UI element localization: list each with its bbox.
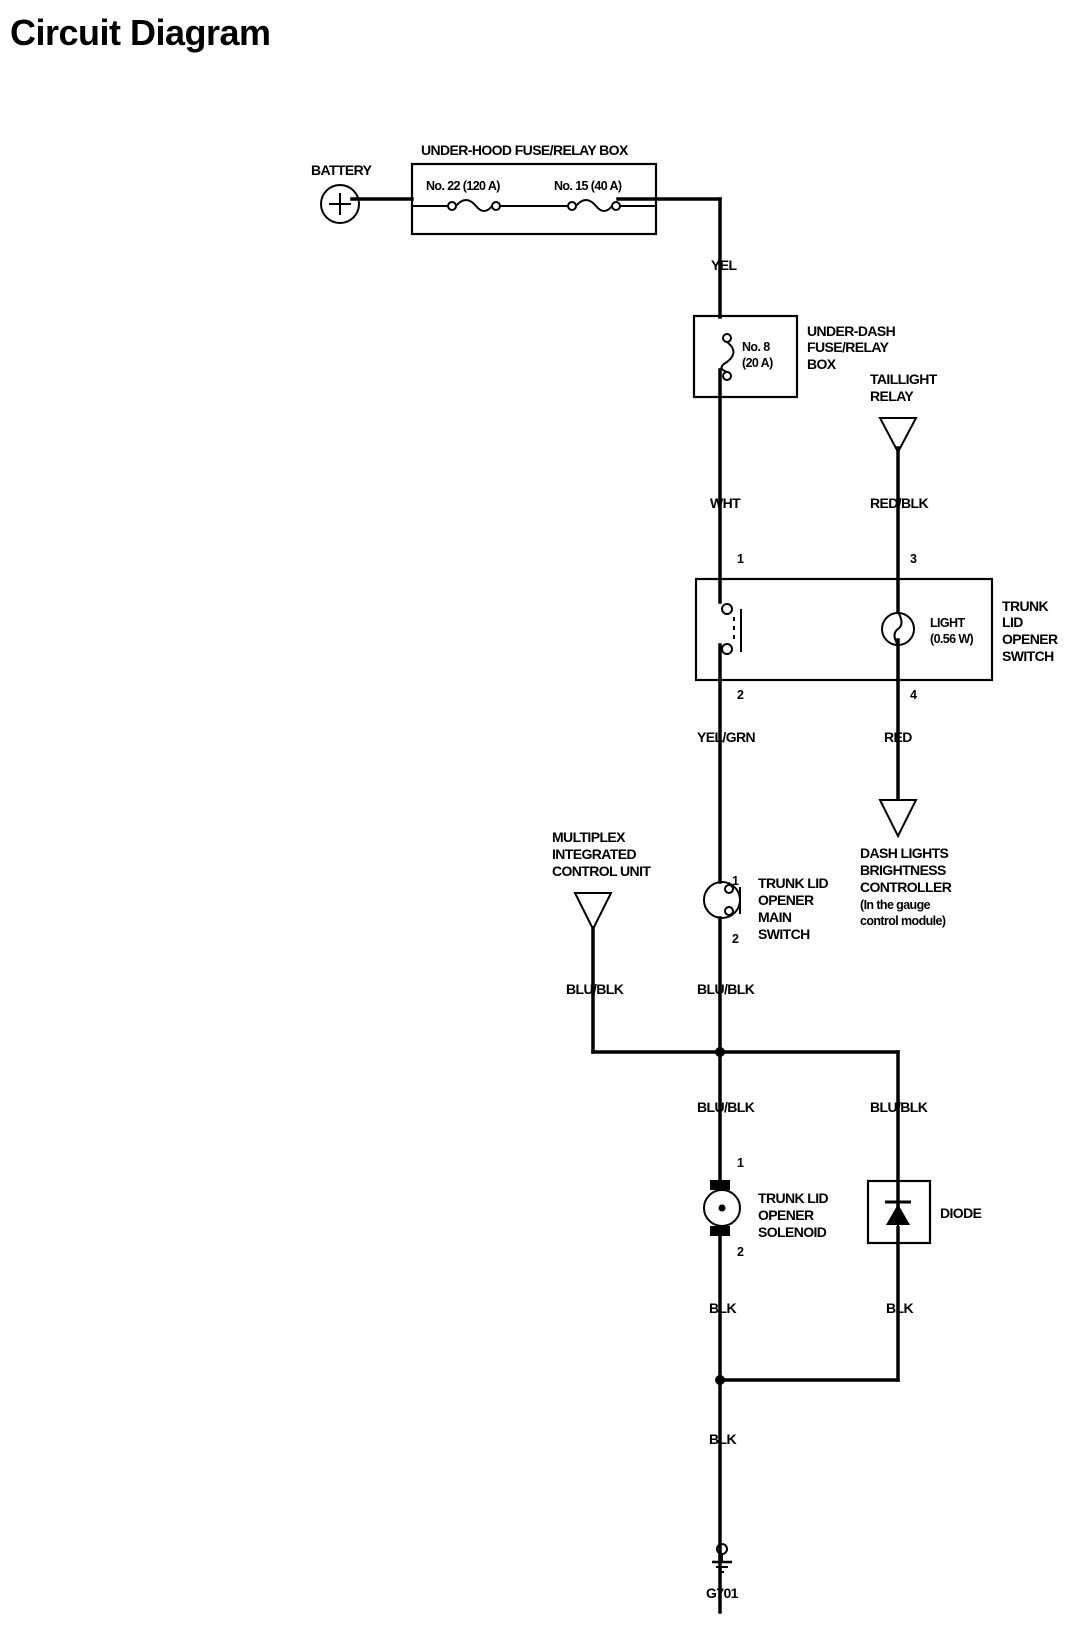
under-dash-fuse-box — [692, 314, 799, 399]
wire-label-blu-blk-main: BLU/BLK — [697, 981, 755, 997]
taillight-relay-connector-triangle — [878, 417, 918, 455]
trunk-switch-label-3: OPENER — [1002, 631, 1058, 647]
multiplex-label-2: INTEGRATED — [552, 846, 636, 862]
wire-label-yel-grn: YEL/GRN — [697, 729, 756, 745]
solenoid-label-2: OPENER — [758, 1207, 814, 1223]
dash-controller-label-3: CONTROLLER — [860, 879, 952, 895]
multiplex-label-1: MULTIPLEX — [552, 829, 626, 845]
trunk-switch-label-2: LID — [1002, 614, 1023, 630]
main-switch-label-4: SWITCH — [758, 926, 810, 942]
dash-controller-label-2: BRIGHTNESS — [860, 862, 946, 878]
light-label: LIGHT — [930, 616, 965, 630]
under-dash-box-label-1: UNDER-DASH — [807, 323, 896, 339]
solenoid-label-1: TRUNK LID — [758, 1190, 829, 1206]
wire-label-blu-blk-diode: BLU/BLK — [870, 1099, 928, 1115]
under-hood-fuse-box-title: UNDER-HOOD FUSE/RELAY BOX — [421, 142, 629, 158]
switch-pin-1: 1 — [737, 552, 744, 566]
fuse-8-rating: (20 A) — [742, 356, 773, 370]
dash-controller-label-5: control module) — [860, 914, 946, 928]
switch-pin-4: 4 — [910, 688, 917, 702]
wire-label-yel: YEL — [711, 257, 737, 273]
under-dash-box-label-3: BOX — [807, 356, 837, 372]
junction-dot — [715, 1375, 725, 1385]
lamp-icon — [881, 611, 915, 646]
solenoid-pin-1: 1 — [737, 1156, 744, 1170]
diode-label: DIODE — [940, 1205, 982, 1221]
main-switch-label-3: MAIN — [758, 909, 792, 925]
main-switch-symbol — [703, 881, 741, 919]
solenoid-symbol — [703, 1180, 741, 1236]
dash-controller-label-1: DASH LIGHTS — [860, 845, 949, 861]
dash-controller-label-4: (In the gauge — [860, 898, 931, 912]
multiplex-connector-triangle — [573, 892, 613, 932]
fuse-22-label: No. 22 (120 A) — [426, 179, 500, 193]
fuse-15-label: No. 15 (40 A) — [554, 179, 622, 193]
wire-label-red: RED — [884, 729, 912, 745]
main-switch-label-2: OPENER — [758, 892, 814, 908]
fuse-22-symbol — [412, 199, 568, 212]
battery-symbol — [320, 184, 360, 224]
trunk-lid-opener-switch-box — [694, 577, 994, 682]
wire-label-blu-blk-multiplex: BLU/BLK — [566, 981, 624, 997]
page-title: Circuit Diagram — [10, 12, 271, 53]
wire-label-red-blk: RED/BLK — [870, 495, 929, 511]
fuse-15-symbol — [567, 199, 656, 212]
ground-label: G701 — [706, 1585, 739, 1601]
wire-label-blk-diode: BLK — [886, 1300, 913, 1316]
wire-label-blk-ground: BLK — [709, 1431, 736, 1447]
switch-pin-2: 2 — [737, 688, 744, 702]
trunk-switch-label-4: SWITCH — [1002, 648, 1054, 664]
multiplex-label-3: CONTROL UNIT — [552, 863, 651, 879]
under-dash-box-label-2: FUSE/RELAY — [807, 339, 890, 355]
fuse-8-symbol — [720, 333, 735, 381]
solenoid-label-3: SOLENOID — [758, 1224, 827, 1240]
wire-label-blk-solenoid: BLK — [709, 1300, 736, 1316]
main-switch-pin-1: 1 — [732, 874, 739, 888]
fuse-8-label: No. 8 — [742, 340, 770, 354]
main-switch-pin-2: 2 — [732, 932, 739, 946]
main-switch-label-1: TRUNK LID — [758, 875, 829, 891]
wires — [350, 197, 900, 1614]
switch-contact-symbol — [721, 603, 742, 655]
taillight-relay-label-1: TAILLIGHT — [870, 371, 938, 387]
wire-label-blu-blk-solenoid: BLU/BLK — [697, 1099, 755, 1115]
light-rating: (0.56 W) — [930, 632, 974, 646]
diode-symbol — [885, 1181, 911, 1243]
under-hood-fuse-box — [410, 162, 658, 236]
wire-label-wht: WHT — [710, 495, 741, 511]
trunk-switch-label-1: TRUNK — [1002, 598, 1048, 614]
battery-label: BATTERY — [311, 162, 373, 178]
solenoid-pin-2: 2 — [737, 1245, 744, 1259]
taillight-relay-label-2: RELAY — [870, 388, 914, 404]
switch-pin-3: 3 — [910, 552, 917, 566]
ground-icon — [712, 1543, 732, 1573]
junction-dot — [715, 1047, 725, 1057]
dash-controller-connector-triangle — [878, 799, 918, 839]
